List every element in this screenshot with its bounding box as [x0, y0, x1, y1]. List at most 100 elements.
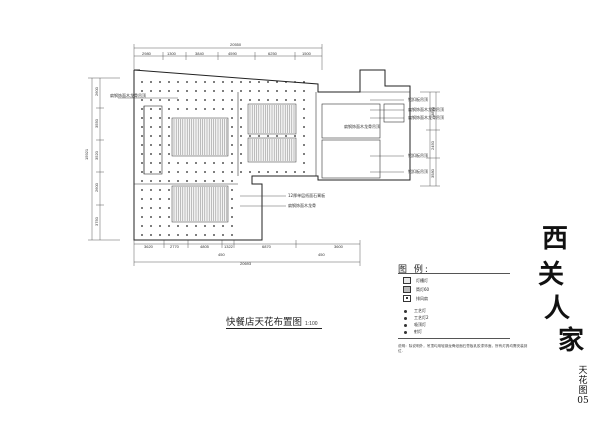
- legend-item: 排风扇: [403, 295, 428, 302]
- light-dot: [249, 171, 251, 173]
- light-dot: [195, 90, 197, 92]
- brand-char-4: 家: [558, 326, 585, 356]
- light-dot: [141, 108, 143, 110]
- light-dot: [150, 180, 152, 182]
- light-dot: [141, 189, 143, 191]
- dim-top-6: 1500: [302, 51, 312, 56]
- light-dot: [285, 90, 287, 92]
- light-dot: [222, 81, 224, 83]
- label-mid-1: 12厚单层纸面石膏板: [288, 192, 325, 198]
- light-dot: [141, 198, 143, 200]
- light-dot: [222, 108, 224, 110]
- light-dot: [222, 162, 224, 164]
- light-dot: [168, 108, 170, 110]
- light-dot: [303, 153, 305, 155]
- light-dot: [177, 162, 179, 164]
- light-dot: [222, 99, 224, 101]
- light-dot: [276, 81, 278, 83]
- light-dot: [168, 189, 170, 191]
- light-dot: [204, 162, 206, 164]
- light-dot: [159, 81, 161, 83]
- caption-underline: [226, 328, 322, 329]
- light-dot: [240, 162, 242, 164]
- legend-item-label: 工艺灯2: [414, 315, 429, 320]
- light-dot: [303, 126, 305, 128]
- dim-overall-top: 20550: [230, 42, 242, 47]
- light-dot: [231, 207, 233, 209]
- light-dot: [159, 153, 161, 155]
- light-dot: [141, 162, 143, 164]
- dim-right-1: 3850: [430, 106, 435, 116]
- label-right-3: 扁钢饰面木龙骨吊顶: [408, 114, 444, 120]
- light-dot: [177, 234, 179, 236]
- light-dot: [186, 234, 188, 236]
- light-dot: [159, 99, 161, 101]
- light-dot: [150, 99, 152, 101]
- dim-bottom-1: 3620: [144, 244, 154, 249]
- light-dot: [231, 171, 233, 173]
- light-dot: [231, 144, 233, 146]
- light-dot: [186, 90, 188, 92]
- light-dot: [168, 198, 170, 200]
- light-dot: [195, 162, 197, 164]
- light-dot: [240, 117, 242, 119]
- light-dot: [213, 81, 215, 83]
- light-dot: [267, 99, 269, 101]
- dim-right-2: 2450: [430, 140, 435, 150]
- label-right-4: 铝扣板吊顶: [408, 152, 428, 158]
- light-dot: [231, 189, 233, 191]
- dim-bottom-small-1: 450: [218, 252, 225, 257]
- light-dot: [258, 99, 260, 101]
- light-dot: [159, 234, 161, 236]
- light-dot: [141, 180, 143, 182]
- dim-left-3: 3520: [94, 150, 99, 160]
- light-dot: [294, 90, 296, 92]
- label-mid-2: 扁钢饰面木龙骨: [288, 202, 316, 208]
- light-dot: [141, 207, 143, 209]
- light-dot: [303, 99, 305, 101]
- light-dot: [249, 99, 251, 101]
- light-dot: [141, 117, 143, 119]
- dim-bottom-small-2: 450: [318, 252, 325, 257]
- feature-light-2-icon: [404, 316, 407, 320]
- light-dot: [285, 135, 287, 137]
- spotlight-icon: [404, 330, 407, 334]
- legend-item: 工艺灯2: [403, 315, 429, 321]
- light-dot: [213, 162, 215, 164]
- light-dot: [168, 126, 170, 128]
- light-dot: [186, 225, 188, 227]
- light-dot: [195, 99, 197, 101]
- light-dot: [141, 216, 143, 218]
- ceiling-light-grid: [141, 81, 305, 236]
- light-dot: [159, 216, 161, 218]
- dim-bottom-5: 6870: [262, 244, 272, 249]
- light-dot: [141, 81, 143, 83]
- light-dot: [222, 234, 224, 236]
- light-dot: [204, 90, 206, 92]
- light-dot: [258, 81, 260, 83]
- light-dot: [177, 225, 179, 227]
- dim-left-5: 3750: [94, 216, 99, 226]
- light-dot: [168, 207, 170, 209]
- light-dot: [141, 90, 143, 92]
- dim-left-1: 2600: [94, 86, 99, 96]
- light-dot: [303, 90, 305, 92]
- label-right-1: 铝扣板吊顶: [408, 96, 428, 102]
- light-dot: [231, 81, 233, 83]
- light-dot: [231, 153, 233, 155]
- light-dot: [186, 180, 188, 182]
- light-dot: [303, 108, 305, 110]
- dim-left-4: 2600: [94, 182, 99, 192]
- legend-divider-bottom: [398, 338, 510, 339]
- legend-item: 工艺灯: [403, 308, 426, 314]
- light-dot: [258, 171, 260, 173]
- light-dot: [195, 234, 197, 236]
- dim-left-2: 3550: [94, 118, 99, 128]
- dim-bottom-6: 3600: [334, 244, 344, 249]
- dim-left-overall: 15921: [84, 148, 89, 160]
- light-dot: [249, 81, 251, 83]
- light-dot: [276, 90, 278, 92]
- light-dot: [168, 234, 170, 236]
- light-dot: [240, 153, 242, 155]
